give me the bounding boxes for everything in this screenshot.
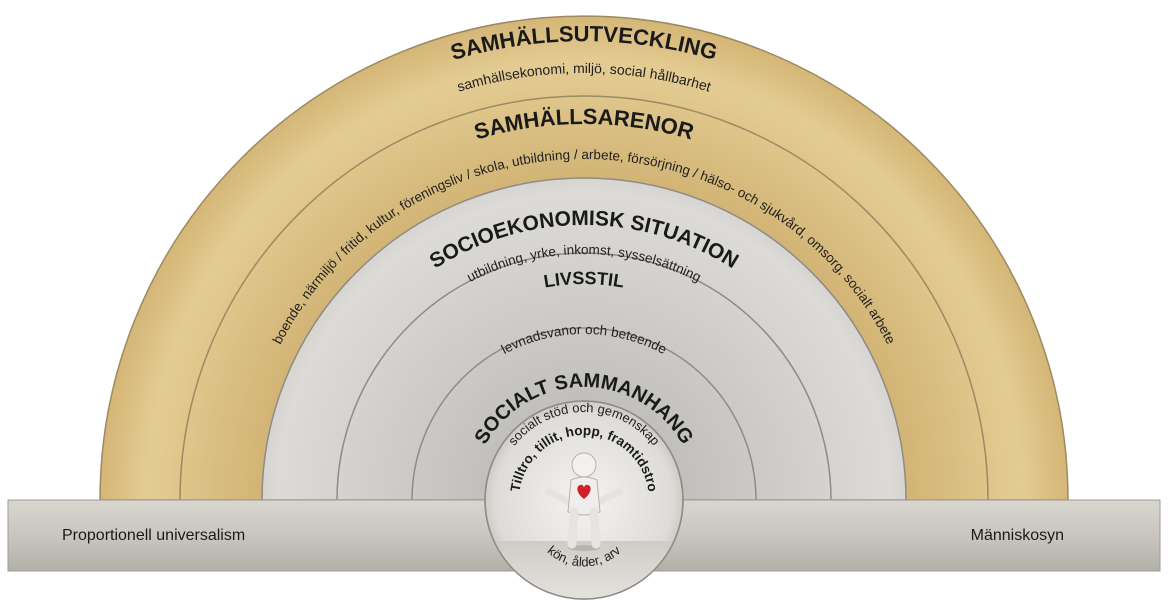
right-base-label: Människosyn xyxy=(971,527,1064,544)
left-base-label: Proportionell universalism xyxy=(62,527,245,544)
